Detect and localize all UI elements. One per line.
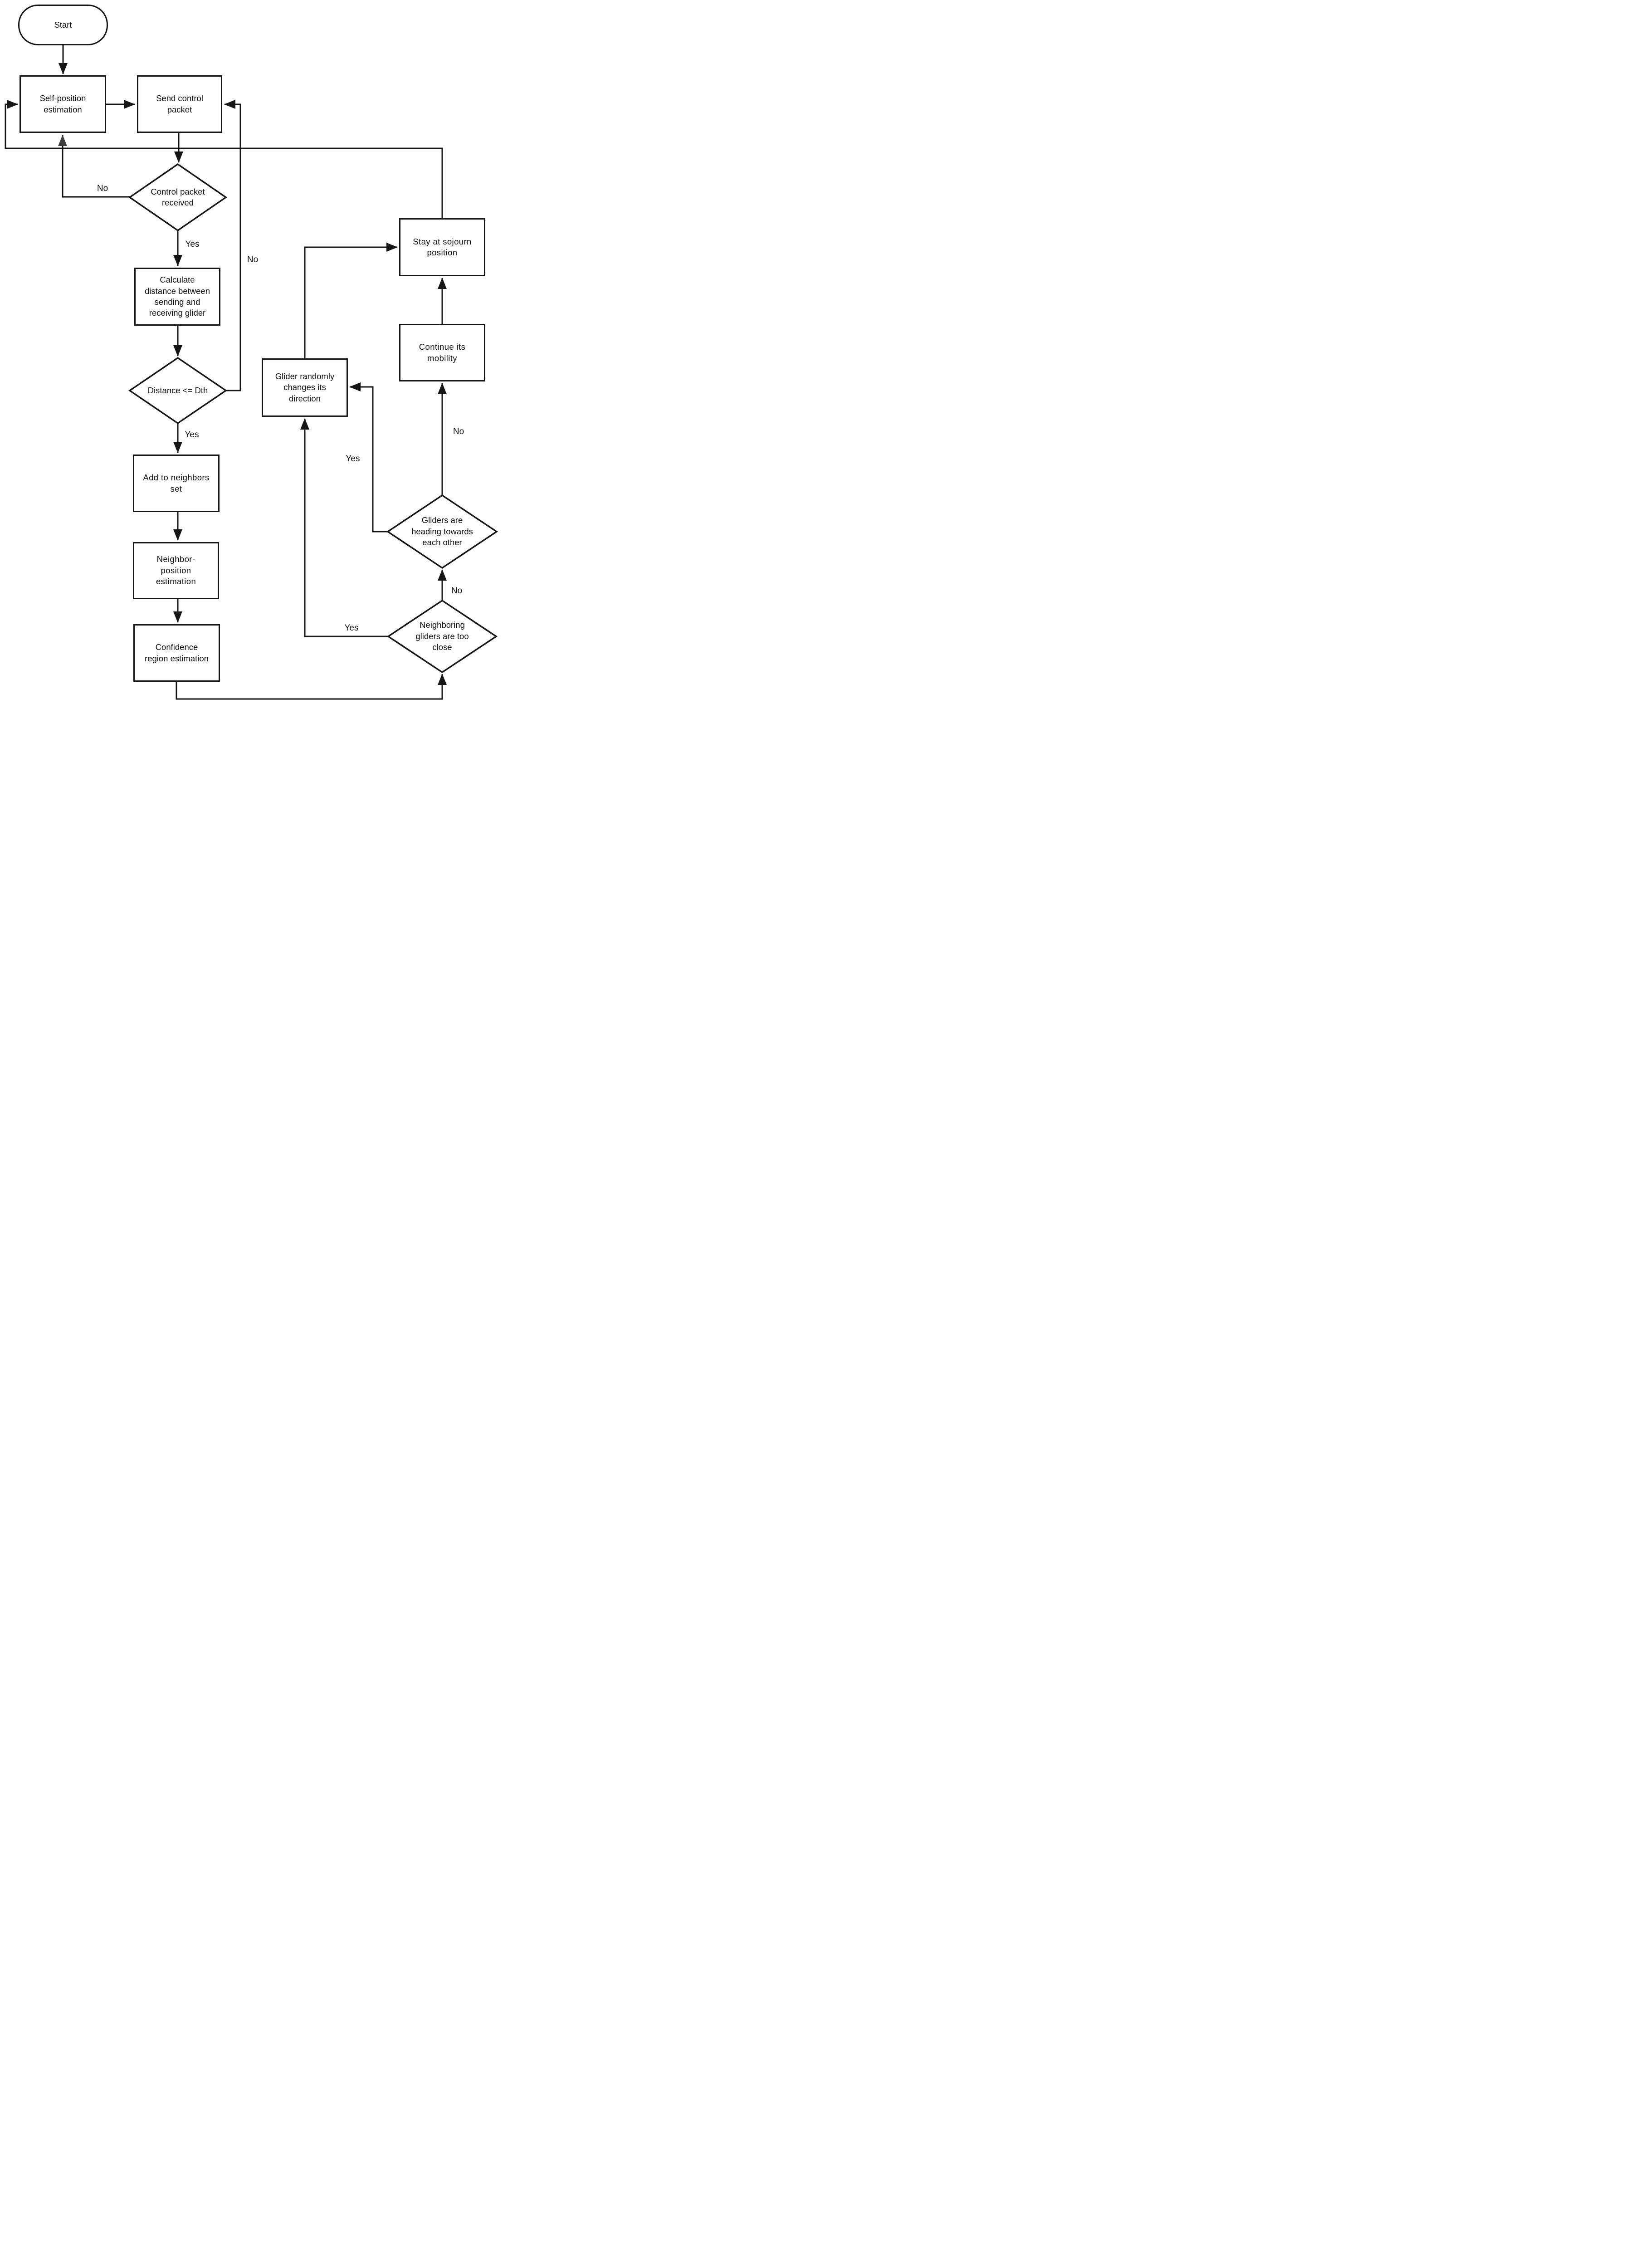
node-send-control-label: Send control packet (156, 93, 203, 114)
node-stay-sojourn-label: Stay at sojourn position (413, 236, 472, 257)
edge-confidence-to-close (176, 674, 447, 700)
edge-label-close-yes: Yes (344, 623, 359, 633)
node-add-to-neighbors-set: Add to neighbors set (133, 455, 220, 512)
node-self-position-label: Self-position estimation (39, 93, 86, 114)
decision-distance-threshold-label: Distance <= Dth (147, 385, 208, 395)
edge-heading-yes-to-glider (349, 382, 388, 533)
node-glider-randomly-changes-direction: Glider randomly changes its direction (262, 358, 348, 417)
decision-control-packet-received-label: Control packet received (151, 186, 205, 207)
node-start: Start (18, 5, 108, 45)
node-continue-mobility-label: Continue its mobility (419, 342, 466, 363)
decision-gliders-heading-label: Gliders are heading towards each other (411, 515, 473, 547)
node-send-control-packet: Send control packet (137, 75, 222, 133)
decision-neighbors-too-close-label: Neighboring gliders are too close (415, 620, 469, 652)
decision-gliders-heading (386, 494, 498, 569)
node-confidence-region-label: Confidence region estimation (145, 642, 209, 663)
decision-distance-threshold (128, 357, 228, 425)
node-neighbor-position-label: Neighbor- position estimation (156, 554, 196, 587)
edge-control-no-to-self (58, 135, 130, 198)
node-add-neighbors-label: Add to neighbors set (143, 473, 210, 494)
node-self-position-estimation: Self-position estimation (20, 75, 106, 133)
edge-label-distance-no: No (247, 255, 259, 264)
decision-control-packet-received (128, 163, 227, 232)
edge-label-distance-yes: Yes (185, 430, 199, 440)
node-confidence-region-estimation: Confidence region estimation (133, 624, 220, 682)
edge-label-heading-yes: Yes (346, 454, 360, 464)
edge-stay-loop-to-self (5, 100, 443, 218)
edge-glider-to-stay (304, 243, 398, 358)
edge-distance-no-to-send (224, 100, 241, 391)
node-stay-at-sojourn-position: Stay at sojourn position (399, 218, 485, 276)
node-calculate-distance: Calculate distance between sending and r… (134, 268, 220, 326)
edge-close-yes-to-glider (300, 418, 388, 637)
node-neighbor-position-estimation: Neighbor- position estimation (133, 542, 219, 599)
node-continue-its-mobility: Continue its mobility (399, 324, 485, 381)
edge-label-control-yes: Yes (185, 240, 200, 249)
edge-label-control-no: No (97, 184, 108, 193)
flowchart-canvas: Start Self-position estimation Send cont… (0, 0, 499, 705)
decision-neighbors-too-close (386, 599, 498, 674)
edge-label-heading-no: No (453, 427, 464, 436)
edge-label-close-no: No (451, 586, 463, 596)
node-start-label: Start (54, 20, 72, 29)
node-calculate-distance-label: Calculate distance between sending and r… (145, 275, 210, 318)
connectors-layer (5, 45, 498, 700)
node-glider-random-label: Glider randomly changes its direction (275, 371, 335, 403)
